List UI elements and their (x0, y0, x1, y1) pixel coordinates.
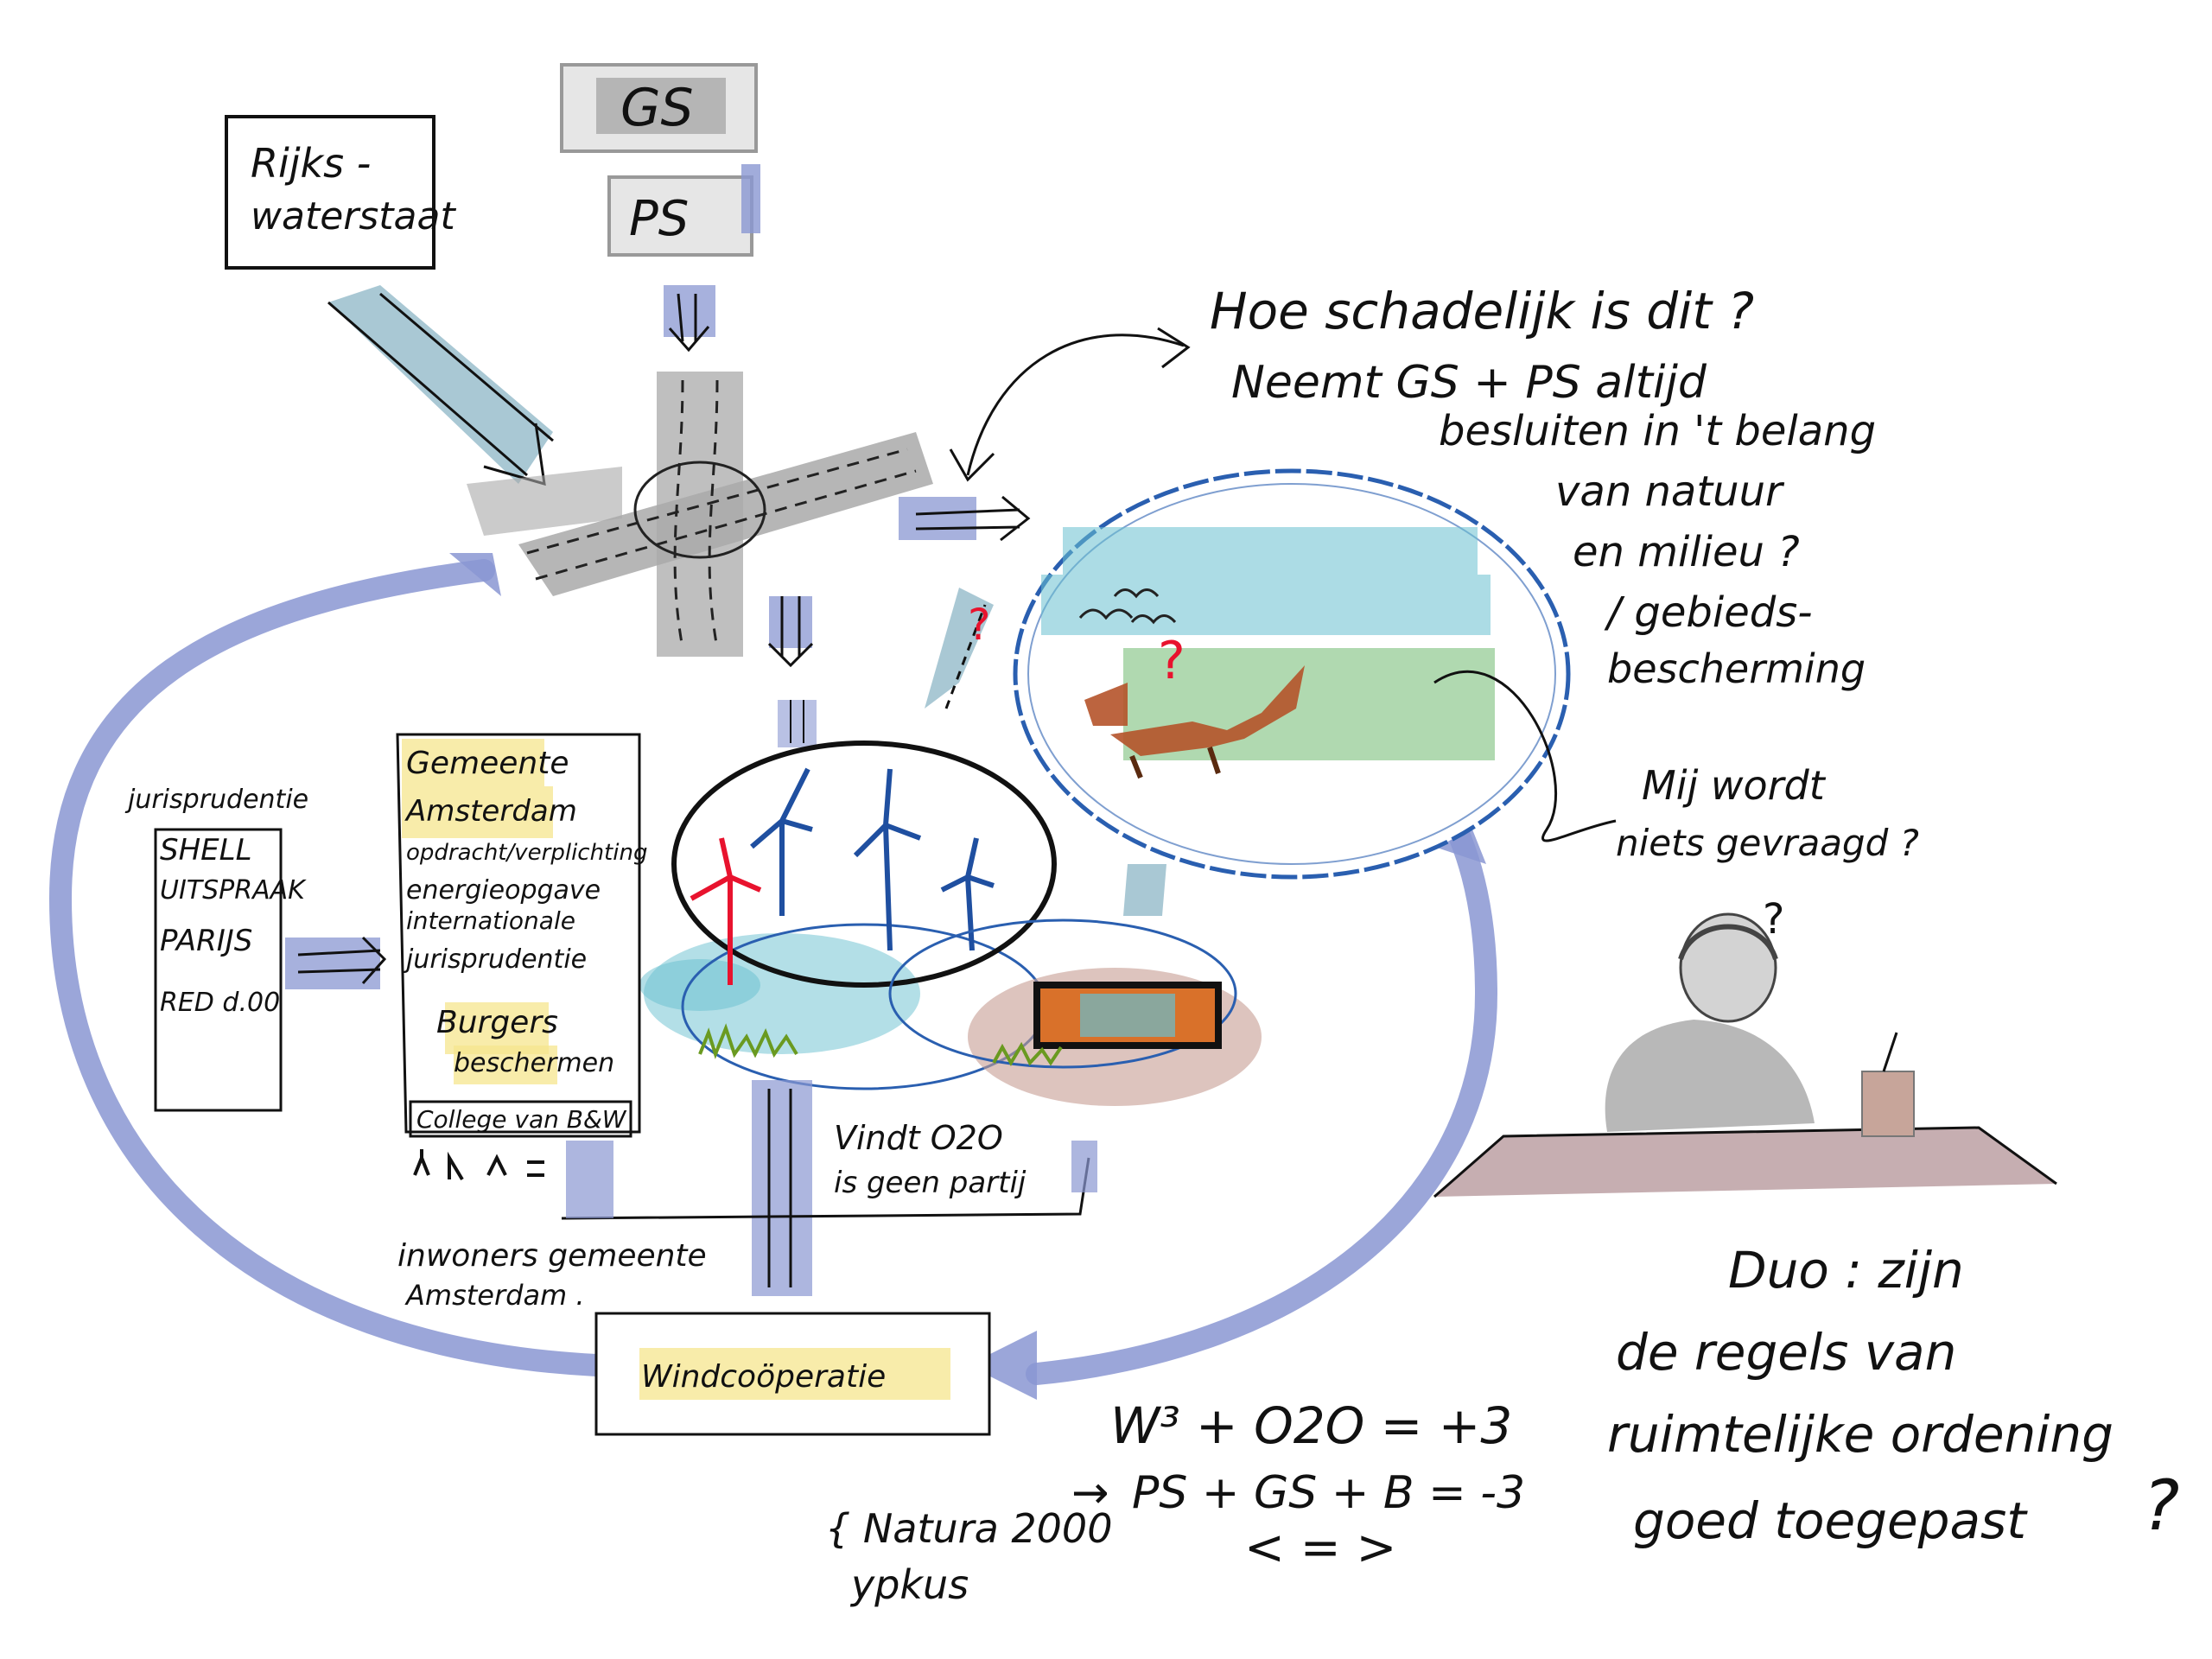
wind-turbine-red (690, 837, 762, 985)
person-at-table-illustration: ? (1433, 895, 2057, 1198)
rijkswaterstaat-box: Rijks - waterstaat (225, 115, 456, 270)
doc-red: RED d.00 (160, 988, 280, 1018)
equation-arrow: → (1071, 1467, 1109, 1519)
turbine-question-mark: ? (968, 600, 991, 650)
jurisprudentie-document: jurisprudentie SHELL UITSPRAAK PARIJS RE… (124, 785, 308, 1112)
doc-to-gemeente-arrow (285, 936, 387, 989)
grass (698, 1023, 798, 1059)
residents-icons (413, 1149, 544, 1181)
equation-2: PS + GS + B = -3 (1132, 1467, 1525, 1519)
residents-line2: Amsterdam . (404, 1279, 585, 1312)
nature-bubble: ? (1013, 468, 1571, 880)
left-loop-arrowhead (449, 553, 501, 596)
equations: W³ + O2O = +3 PS + GS + B = -3 → < = > {… (825, 1396, 1525, 1608)
gemeente-line8: beschermen (454, 1048, 614, 1078)
duo-question-mark: ? (2143, 1465, 2179, 1546)
nothing-asked-note: Mij wordt niets gevraagd ? (1433, 670, 1919, 864)
gemeente-line6: jurisprudentie (403, 944, 587, 975)
rijkswaterstaat-line1: Rijks - (251, 140, 371, 187)
duo-line4: goed toegepast (1633, 1491, 2028, 1550)
ps-down-arrow (664, 285, 715, 353)
ps-label: PS (629, 191, 689, 247)
question-line6: / gebieds- (1604, 588, 1813, 637)
gemeente-line7: Burgers (436, 1005, 558, 1040)
o2o-line2: is geen partij (834, 1166, 1027, 1200)
residents-group: inwoners gemeente Amsterdam . Vindt O2O … (397, 1119, 1097, 1312)
crossing-to-turbines-arrow (767, 596, 817, 747)
gemeente-document: Gemeente Amsterdam opdracht/verplichting… (396, 733, 647, 1138)
question-line7: bescherming (1607, 645, 1866, 692)
wind-turbines-blue (750, 767, 995, 951)
question-line5: en milieu ? (1573, 528, 1800, 576)
left-loop-arrow (48, 559, 607, 1376)
question-line4: van natuur (1555, 467, 1785, 516)
gemeente-line5: internationale (406, 906, 575, 935)
gemeente-line3: opdracht/verplichting (406, 840, 647, 866)
highway-interchange (467, 372, 933, 657)
bottom-loop-arrowhead (968, 1331, 1037, 1400)
doc-parijs: PARIJS (160, 924, 252, 958)
gemeente-line1: Gemeente (406, 746, 569, 781)
doc-uitspraak: UITSPRAAK (160, 875, 307, 906)
duo-line3: ruimtelijke ordening (1607, 1405, 2113, 1464)
gemeente-line4: energieopgave (406, 875, 601, 906)
duo-note: Duo : zijn de regels van ruimtelijke ord… (1607, 1241, 2179, 1550)
jurisprudentie-title: jurisprudentie (124, 785, 308, 815)
urban-area (888, 918, 1262, 1106)
loop-arrows (48, 559, 1498, 1385)
windcooperatie-box: Windcoöperatie (594, 1312, 991, 1436)
fox-illustration (1084, 665, 1305, 779)
natura-line1: { Natura 2000 (825, 1505, 1112, 1552)
equation-1: W³ + O2O = +3 (1110, 1396, 1512, 1455)
duo-line2: de regels van (1616, 1323, 1956, 1382)
natura-line2: ypkus (849, 1561, 969, 1608)
question-note: Hoe schadelijk is dit ? Neemt GS + PS al… (1210, 282, 1876, 692)
rijkswaterstaat-line2: waterstaat (251, 194, 456, 238)
question-line1: Hoe schadelijk is dit ? (1210, 282, 1754, 340)
fox-question-mark: ? (1158, 631, 1185, 691)
gs-label: GS (620, 78, 694, 138)
nothing-asked-line2: niets gevraagd ? (1616, 822, 1919, 864)
nothing-asked-line1: Mij wordt (1642, 762, 1827, 809)
doc-shell: SHELL (160, 833, 252, 868)
person-question-mark: ? (1763, 895, 1784, 944)
wind-turbine-area (639, 741, 1057, 1090)
college-label: College van B&W (416, 1105, 627, 1134)
residents-line1: inwoners gemeente (397, 1238, 707, 1274)
duo-line1: Duo : zijn (1728, 1241, 1964, 1300)
question-line3: besluiten in 't belang (1439, 407, 1876, 455)
ps-box: PS (607, 164, 760, 257)
gemeente-line2: Amsterdam (404, 794, 577, 829)
crossing-to-nature-arrow (899, 495, 1031, 542)
right-loop-arrow (1026, 827, 1498, 1385)
right-loop-arrowhead (1434, 821, 1486, 864)
o2o-line1: Vindt O2O (834, 1119, 1003, 1157)
question-line2: Neemt GS + PS altijd (1231, 357, 1707, 409)
equation-3: < = > (1244, 1520, 1396, 1576)
windcooperatie-label: Windcoöperatie (641, 1359, 886, 1395)
gs-box: GS (560, 63, 758, 153)
question-link-arrow (966, 334, 1185, 476)
turbines-to-nature-arrow: ? (925, 588, 1166, 916)
cooperatie-up-arrow (752, 1080, 812, 1296)
rws-arrow (327, 285, 554, 486)
